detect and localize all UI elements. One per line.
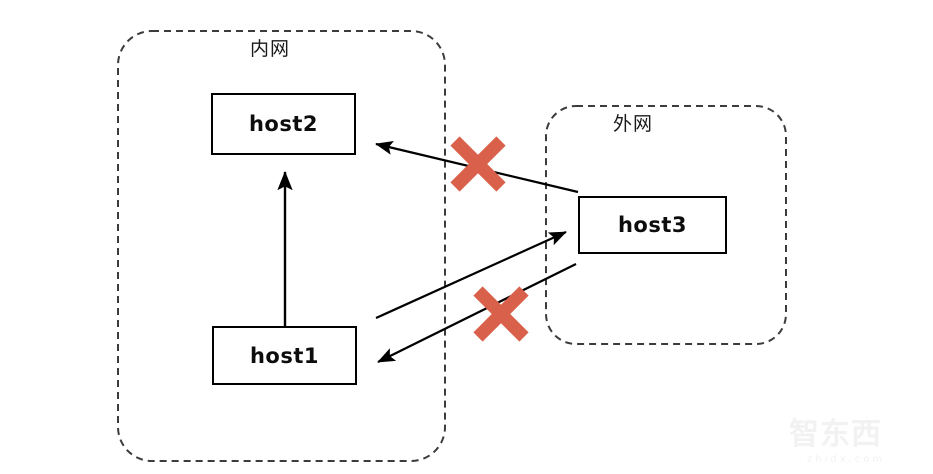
host-node-host1[interactable]: host1 [212,326,357,385]
connection-host1-to-host3 [375,230,567,320]
host-node-host3[interactable]: host3 [578,196,727,254]
zone-label-internal: 内网 [250,38,291,60]
connection-host3-to-host1 [377,263,577,363]
host-label-host3: host3 [617,213,688,237]
host-node-host2[interactable]: host2 [211,93,356,155]
host-label-host1: host1 [249,343,320,368]
blocked-x-icon-top [450,136,506,192]
zone-label-external: 外网 [613,113,654,135]
zone-internal-boundary [117,30,446,462]
host-label-host2: host2 [248,112,319,136]
zone-external-boundary [545,105,787,345]
blocked-x-icon-bottom [473,286,529,342]
